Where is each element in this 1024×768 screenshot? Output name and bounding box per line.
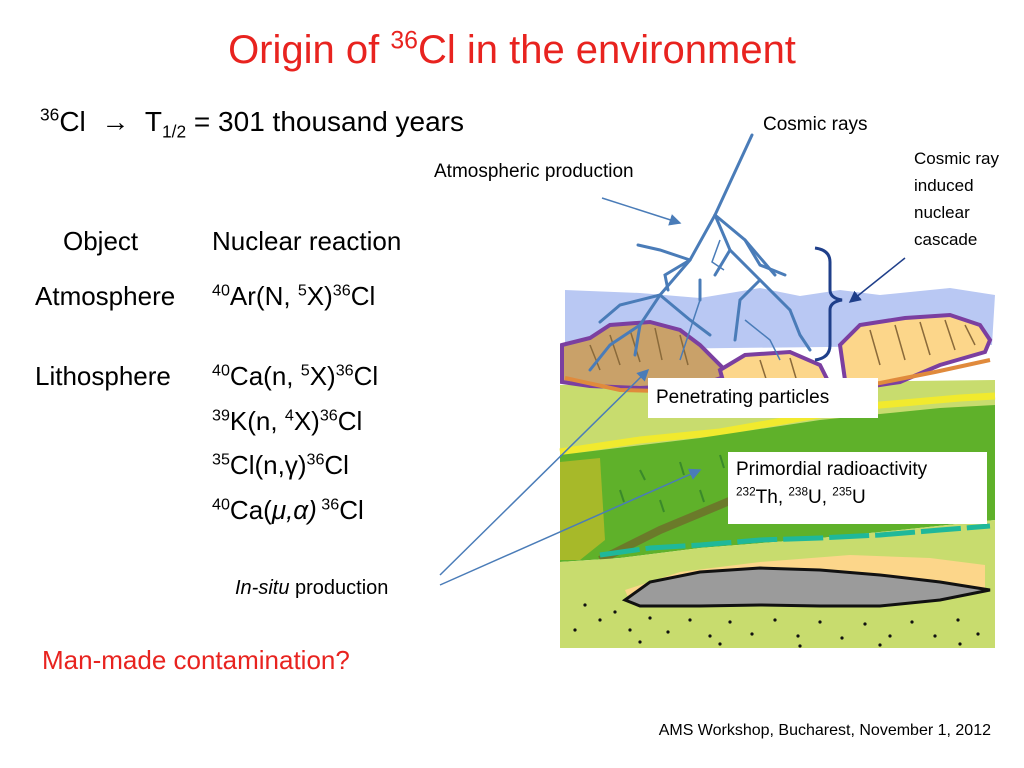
reaction-text: Ca( bbox=[229, 495, 272, 525]
arrow-symbol: → bbox=[101, 106, 130, 137]
reaction-sup: 35 bbox=[212, 450, 230, 469]
reaction-particles: μ,α) bbox=[271, 495, 317, 525]
insitu-arrow-upper bbox=[439, 368, 650, 576]
isotope-symbol: Cl bbox=[59, 106, 86, 137]
reaction-sup: 36 bbox=[332, 281, 351, 300]
primordial-radioactivity-box: Primordial radioactivity 232Th, 238U, 23… bbox=[728, 452, 987, 524]
yellow-band bbox=[559, 392, 996, 456]
reaction-sup: 5 bbox=[300, 361, 310, 380]
isotope-sup: 238 bbox=[788, 485, 809, 499]
reaction-text: Ca(n, bbox=[229, 361, 301, 391]
reaction-text: Ar(N, bbox=[229, 281, 298, 311]
cascade-line: nuclear bbox=[914, 203, 970, 222]
half-life-subscript: 1/2 bbox=[162, 121, 187, 142]
atmospheric-arrow bbox=[601, 197, 682, 226]
object-atmosphere: Atmosphere bbox=[35, 281, 176, 311]
nuclear-cascade bbox=[588, 133, 812, 372]
isotope-sup: 232 bbox=[736, 485, 756, 499]
cascade-line: Cosmic ray bbox=[914, 149, 1000, 168]
isotope-text: Th, bbox=[755, 487, 789, 508]
isotope-sup: 235 bbox=[832, 485, 852, 499]
slide-footer: AMS Workshop, Bucharest, November 1, 201… bbox=[658, 722, 991, 739]
reaction-row: 39K(n, 4X)36Cl bbox=[212, 406, 362, 437]
isotope-text: U, bbox=[808, 487, 833, 508]
reaction-sup: 36 bbox=[316, 495, 340, 514]
manmade-contamination: Man-made contamination? bbox=[42, 645, 350, 675]
slide-title: Origin of 36Cl in the environment bbox=[0, 28, 1024, 73]
isotope-mass-number: 36 bbox=[40, 104, 60, 125]
reaction-text: K(n, bbox=[229, 406, 285, 436]
isotope-text: U bbox=[851, 487, 866, 508]
reaction-sup: 40 bbox=[212, 281, 230, 300]
reaction-row: 40Ca(n, 5X)36Cl bbox=[212, 361, 378, 392]
cascade-label: Cosmic ray induced nuclear cascade bbox=[914, 145, 999, 253]
title-prefix: Origin of bbox=[228, 28, 391, 72]
reaction-sup: 40 bbox=[212, 361, 230, 380]
reaction-sup: 4 bbox=[284, 406, 294, 425]
reaction-text: Cl bbox=[337, 406, 363, 436]
object-lithosphere: Lithosphere bbox=[35, 361, 171, 391]
reaction-text: Cl bbox=[339, 495, 364, 525]
insitu-label: In-situ production bbox=[235, 577, 388, 600]
title-suffix: Cl in the environment bbox=[417, 28, 796, 72]
reaction-sup: 5 bbox=[297, 281, 307, 300]
reaction-text: X) bbox=[309, 361, 336, 391]
half-life-symbol: T bbox=[144, 106, 162, 137]
left-hill bbox=[560, 319, 734, 391]
gravel-dots bbox=[573, 603, 980, 648]
dark-green-wedge bbox=[560, 458, 605, 560]
reaction-text: X) bbox=[306, 281, 333, 311]
reaction-header: Nuclear reaction bbox=[212, 226, 402, 256]
cascade-line: cascade bbox=[914, 230, 978, 249]
insitu-rest: production bbox=[289, 577, 389, 599]
reaction-sup: 40 bbox=[212, 495, 230, 514]
reaction-row: 40Ar(N, 5X)36Cl bbox=[212, 281, 375, 312]
primordial-label: Primordial radioactivity bbox=[736, 459, 928, 480]
cascade-line: induced bbox=[914, 176, 974, 195]
reaction-text: Cl bbox=[324, 450, 349, 480]
reaction-text: Cl bbox=[350, 281, 376, 311]
reaction-row: 40Ca(μ,α) 36Cl bbox=[212, 495, 364, 526]
atmospheric-production-label: Atmospheric production bbox=[434, 161, 634, 182]
reaction-text: X) bbox=[293, 406, 320, 436]
title-mass-number: 36 bbox=[390, 27, 418, 55]
reaction-sup: 36 bbox=[335, 361, 354, 380]
penetrating-particles-label: Penetrating particles bbox=[648, 378, 878, 418]
cascade-bracket bbox=[814, 246, 843, 362]
reaction-text: Cl(n,γ) bbox=[229, 450, 307, 480]
reaction-sup: 36 bbox=[319, 406, 338, 425]
reaction-sup: 39 bbox=[212, 406, 230, 425]
reaction-text: Cl bbox=[353, 361, 379, 391]
reaction-sup: 36 bbox=[306, 450, 325, 469]
half-life-statement: 36Cl → T1/2 = 301 thousand years bbox=[40, 104, 465, 140]
half-life-value: = 301 thousand years bbox=[193, 106, 465, 137]
reaction-row: 35Cl(n,γ)36Cl bbox=[212, 450, 349, 481]
insitu-arrow-lower bbox=[439, 468, 702, 586]
primordial-isotopes: 232Th, 238U, 235U bbox=[736, 484, 979, 512]
grey-lens bbox=[621, 566, 991, 608]
teal-line bbox=[599, 523, 991, 558]
insitu-italic: In-situ bbox=[235, 577, 290, 599]
cosmic-rays-label: Cosmic rays bbox=[763, 114, 868, 135]
cascade-arrow bbox=[848, 257, 906, 303]
object-header: Object bbox=[63, 226, 139, 256]
